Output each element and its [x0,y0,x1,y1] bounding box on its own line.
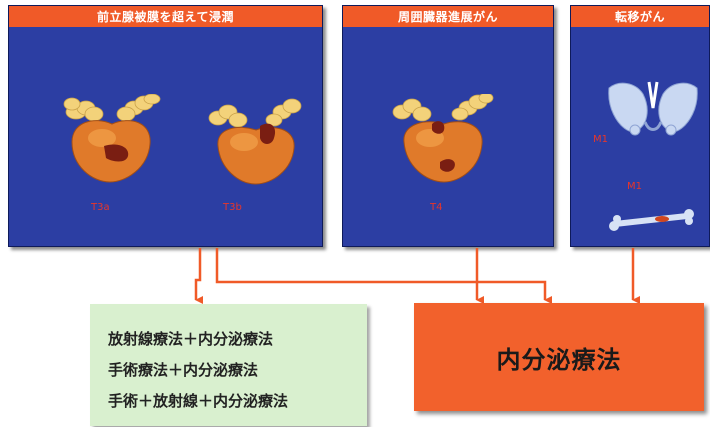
stage-label-m1-pelvis: M1 [593,134,608,145]
hormonal-therapy-label: 内分泌療法 [496,345,622,374]
hormonal-therapy-box: 内分泌療法 [414,303,704,411]
stage-label-m1-bone: M1 [627,181,642,192]
stage-label-t3b: T3b [223,202,242,213]
panel-capsule-invasion: 前立腺被膜を超えて浸潤 T3a T3b [8,5,323,247]
stage-label-t3a: T3a [91,202,110,213]
prostate-t4-illustration [392,94,494,183]
combined-treatment-box: 放射線療法＋内分泌療法 手術療法＋内分泌療法 手術＋放射線＋内分泌療法 [90,304,367,426]
stage-label-t4: T4 [430,202,443,213]
treatment-option: 手術＋放射線＋内分泌療法 [108,392,289,410]
prostate-t3b-illustration [208,98,302,185]
pelvis-icon [608,81,698,136]
panel-adjacent-organ-invasion: 周囲臓器進展がん T4 [342,5,554,247]
panel-header: 周囲臓器進展がん [343,6,553,27]
panel-header: 前立腺被膜を超えて浸潤 [9,6,322,27]
panel-header: 転移がん [571,6,709,27]
treatment-option: 手術療法＋内分泌療法 [108,361,259,379]
panel-metastatic: 転移がん M1 M1 [570,5,710,247]
prostate-t3a-illustration [63,94,161,183]
treatment-option: 放射線療法＋内分泌療法 [108,330,274,348]
femur-icon [609,209,694,231]
